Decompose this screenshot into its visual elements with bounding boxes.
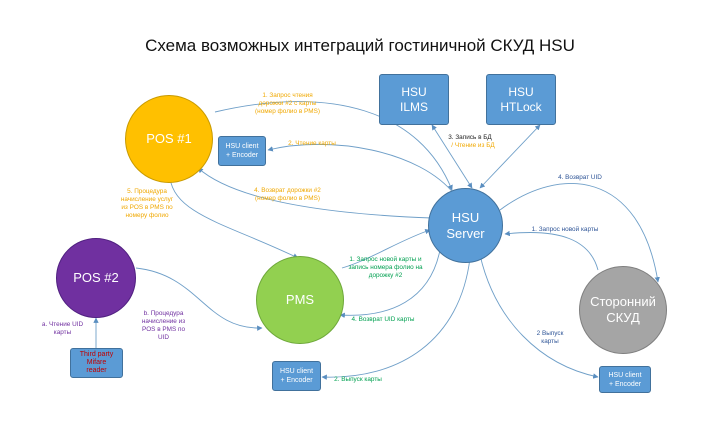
- hsu-client-encoder-top: HSU client + Encoder: [218, 136, 266, 166]
- hsu-server-node: HSU Server: [428, 188, 503, 263]
- label-new-card-skud: 1. Запрос новой карты: [531, 226, 599, 233]
- pos2-node: POS #2: [56, 238, 136, 318]
- arrow-server-to-skud-return-uid: [499, 183, 660, 283]
- label-request-track: 1. Запрос чтения дорожки #2 с карты (ном…: [255, 92, 320, 115]
- pos1-node: POS #1: [125, 95, 213, 183]
- label-issue-card-right: 2 Выпуск карты: [536, 330, 564, 345]
- label-issue-card-bottom: 2. Выпуск карты: [334, 376, 382, 383]
- label-procedure-pos2-pms: b. Процедура начисление из POS в PMS по …: [141, 310, 186, 341]
- label-new-card-pms: 1. Запрос новой карты и запись номера фо…: [348, 256, 423, 279]
- arrow-server-db: [431, 124, 473, 189]
- label-read-db: / Чтение из БД: [451, 142, 495, 149]
- arrow-pms-to-server-new-card: [341, 228, 431, 269]
- label-return-track: 4. Возврат дорожки #2 (номер фолио в PMS…: [254, 187, 321, 202]
- hsu-client-encoder-right: HSU client + Encoder: [599, 366, 651, 393]
- arrow-server-to-pms-return-uid: [339, 249, 441, 318]
- arrow-pos1-pms-procedure: [169, 177, 299, 259]
- third-party-mifare-reader: Third party Mifare reader: [70, 348, 123, 378]
- label-procedure-pos-pms: 5. Процедура начисление услуг из POS в P…: [120, 188, 174, 219]
- label-return-uid-pms: 4. Возврат UID карты: [351, 316, 415, 323]
- hsu-ilms-box: HSU ILMS: [379, 74, 449, 125]
- label-return-uid: 4. Возврат UID: [558, 174, 602, 181]
- arrow-server-to-pos1-return-track: [197, 167, 433, 219]
- label-read-card: 2. Чтение карты: [288, 140, 336, 147]
- diagram-title: Схема возможных интеграций гостиничной С…: [145, 36, 575, 55]
- arrow-skud-to-server-new-card: [504, 230, 599, 271]
- hsu-client-encoder-bottom: HSU client + Encoder: [272, 361, 321, 391]
- hsu-htlock-box: HSU HTLock: [486, 74, 556, 125]
- label-read-uid: а. Чтение UID карты: [41, 321, 84, 336]
- label-write-db: 3. Запись в БД: [448, 134, 492, 141]
- arrow-server-to-encoder-right: [479, 254, 599, 379]
- arrow-pos2-pms-procedure: [135, 267, 263, 331]
- pms-node: PMS: [256, 256, 344, 344]
- arrow-server-db-right: [479, 124, 541, 189]
- arrow-server-to-encoder-bottom: [321, 257, 471, 380]
- third-party-skud-node: Сторонний СКУД: [579, 266, 667, 354]
